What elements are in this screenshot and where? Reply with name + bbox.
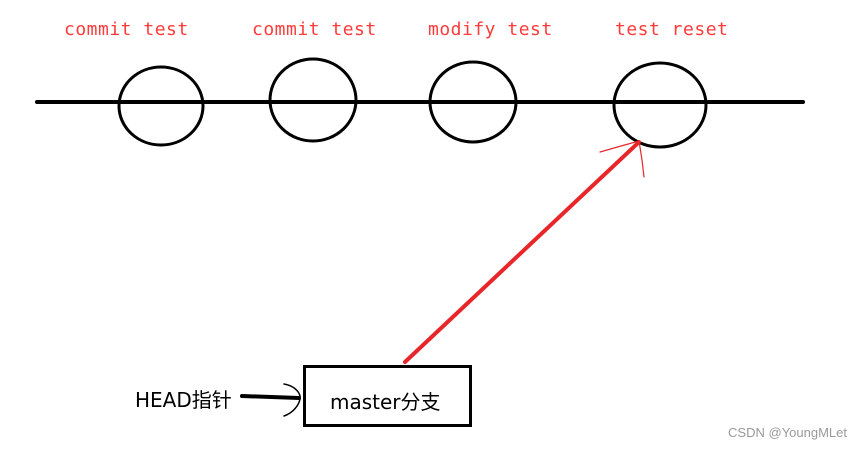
head-arrow-shaft <box>240 394 301 400</box>
commit-node-4 <box>612 61 708 149</box>
commit-node-1 <box>117 65 205 147</box>
commit-label-4: test reset <box>615 19 729 40</box>
branch-arrow-head <box>599 140 645 178</box>
head-arrow-head <box>283 383 301 417</box>
commit-node-3 <box>428 60 518 144</box>
commit-label-1: commit test <box>64 19 189 40</box>
commit-label-2: commit test <box>252 19 377 40</box>
watermark: CSDN @YoungMLet <box>728 425 847 440</box>
master-branch-label: master分支 <box>330 390 441 414</box>
head-pointer-label: HEAD指针 <box>135 388 232 412</box>
commit-node-2 <box>268 57 358 143</box>
branch-arrow-shaft <box>403 140 641 364</box>
commit-label-3: modify test <box>428 19 553 40</box>
master-branch-box <box>303 365 472 427</box>
